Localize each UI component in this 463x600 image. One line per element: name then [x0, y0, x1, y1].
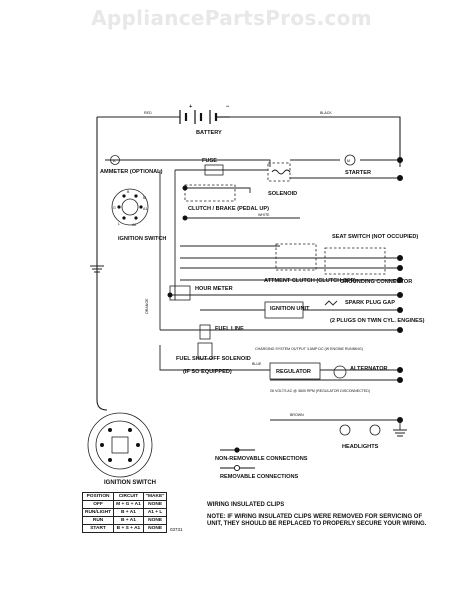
connector-dots: [167, 157, 403, 423]
ignition-switch-label: IGNITION SWITCH: [118, 236, 166, 242]
clips-title: WIRING INSULATED CLIPS: [207, 502, 285, 508]
table-cell: B + A1: [113, 508, 144, 517]
table-cell: A1 + L: [142, 508, 168, 517]
if-so-equipped-label: (IF SO EQUIPPED): [183, 369, 232, 375]
fuel-line: FUEL LINE: [199, 324, 244, 340]
ignition-table-title: IGNITION SWITCH: [104, 480, 156, 486]
switch-a2-label: A2: [132, 223, 136, 227]
battery-minus-label: −: [226, 104, 230, 110]
solenoid-label: SOLENOID: [268, 191, 297, 197]
header-cell: CIRCUIT: [113, 492, 144, 501]
battery-label: BATTERY: [196, 130, 222, 136]
figure-number: 03731: [170, 527, 183, 532]
alternator-label: ALTERNATOR: [350, 366, 388, 372]
ground-symbols: [90, 258, 407, 437]
table-cell: START: [81, 524, 115, 533]
table-cell: OFF: [81, 500, 115, 509]
battery-plus-label: +: [189, 104, 193, 110]
hour-meter-label: HOUR METER: [195, 286, 233, 292]
battery: + − BATTERY: [179, 104, 230, 136]
alternator: ALTERNATOR 26 VOLTS AC @ 3600 RPM (REGUL…: [270, 365, 388, 393]
ammeter-wire: [105, 159, 271, 167]
switch-m-label: M: [143, 196, 146, 200]
ignition-unit-label: IGNITION UNIT: [270, 306, 310, 312]
table-cell: RUN/LIGHT: [81, 508, 115, 517]
table-row: START B + S + A1 NONE: [81, 524, 168, 533]
switch-b-label: B: [127, 190, 130, 194]
switch-a1-label: A1: [143, 207, 147, 211]
regulator-label: REGULATOR: [276, 369, 311, 375]
attment-clutch: ATTMENT CLUTCH (CLUTCH OFF): [264, 243, 356, 284]
ignition-switch-schematic: B G M A1 L A2 IGNITION SWITCH: [111, 188, 166, 242]
table-cell: RUN: [81, 516, 115, 525]
clutch-brake-label: CLUTCH / BRAKE (PEDAL UP): [188, 206, 269, 212]
switch-g-label: G: [113, 206, 116, 210]
ammeter: A AMMETER (OPTIONAL): [100, 155, 163, 175]
table-row: RUN B + A1 NONE: [81, 516, 168, 525]
brown-wire-label: BROWN: [290, 413, 304, 417]
seat-switch: SEAT SWITCH (NOT OCCUPIED): [324, 234, 418, 275]
black-wire-label-top: BLACK: [320, 111, 332, 115]
battery-negative-wire: [230, 116, 401, 167]
headlights-label: HEADLIGHTS: [342, 444, 379, 450]
header-cell: "MAKE": [142, 492, 168, 501]
blue-wire-label: BLUE: [252, 362, 262, 366]
ammeter-label: AMMETER (OPTIONAL): [100, 169, 163, 175]
solenoid: SOLENOID: [267, 162, 297, 197]
attment-clutch-label: ATTMENT CLUTCH (CLUTCH OFF): [264, 278, 356, 284]
table-cell: M + G + A1: [113, 500, 144, 509]
red-wire-label: RED: [144, 111, 152, 115]
switch-l-label: L: [118, 222, 120, 226]
ignition-unit: IGNITION UNIT: [264, 301, 310, 319]
fuel-solenoid-wire: [159, 345, 270, 371]
watermark: AppliancePartsPros.com: [91, 6, 372, 30]
fuse-label: FUSE: [202, 158, 217, 164]
spark-plug-label: SPARK PLUG GAP: [345, 300, 395, 306]
connections-legend: NON-REMOVABLE CONNECTIONS REMOVABLE CONN…: [215, 447, 308, 480]
ac-note: 26 VOLTS AC @ 3600 RPM (REGULATOR DISCON…: [270, 389, 370, 393]
non-removable-label: NON-REMOVABLE CONNECTIONS: [215, 456, 308, 462]
headlights: HEADLIGHTS: [339, 424, 381, 450]
table-cell: NONE: [142, 524, 168, 533]
hour-meter: HOUR METER: [169, 285, 233, 301]
ignition-table-header: POSITION CIRCUIT "MAKE": [81, 492, 168, 501]
white-wire-label: WHITE: [258, 213, 270, 217]
fuse: FUSE: [202, 158, 224, 176]
ignition-switch-face: [87, 412, 153, 478]
header-cell: POSITION: [81, 492, 115, 501]
main-harness-left: [96, 116, 180, 411]
table-row: RUN/LIGHT B + A1 A1 + L: [81, 508, 168, 517]
clutch-brake: CLUTCH / BRAKE (PEDAL UP): [184, 184, 269, 212]
table-row: OFF M + G + A1 NONE: [81, 500, 168, 509]
regulator: REGULATOR CHARGING SYSTEM OUTPUT 3 AMP D…: [255, 347, 363, 380]
table-cell: B + A1: [113, 516, 144, 525]
ammeter-a-label: A: [113, 159, 116, 163]
seat-switch-label: SEAT SWITCH (NOT OCCUPIED): [332, 234, 418, 240]
starter-m-label: M: [347, 159, 350, 163]
fuel-line-label: FUEL LINE: [215, 326, 244, 332]
table-cell: B + S + A1: [113, 524, 144, 533]
orange-wire-label: ORANGE: [145, 298, 149, 314]
clutch-wire: [185, 187, 251, 193]
spark-plug-note: (2 PLUGS ON TWIN CYL. ENGINES): [330, 318, 425, 324]
removable-label: REMOVABLE CONNECTIONS: [220, 474, 298, 480]
ignition-table: POSITION CIRCUIT "MAKE" OFF M + G + A1 N…: [81, 492, 168, 533]
fuel-shutoff-label: FUEL SHUT-OFF SOLENOID: [176, 356, 251, 362]
starter: M STARTER: [344, 154, 371, 176]
starter-label: STARTER: [345, 170, 371, 176]
clips-note-text: NOTE: IF WIRING INSULATED CLIPS WERE REM…: [207, 514, 427, 527]
table-cell: NONE: [142, 516, 168, 525]
fuel-shutoff-solenoid: FUEL SHUT-OFF SOLENOID (IF SO EQUIPPED): [176, 342, 251, 375]
grounding-connector-label: GROUNDING CONNECTOR: [340, 279, 412, 285]
charging-output-note: CHARGING SYSTEM OUTPUT 3 AMP DC (W ENGIN…: [255, 347, 363, 351]
spark-plug: SPARK PLUG GAP (2 PLUGS ON TWIN CYL. ENG…: [324, 300, 425, 324]
table-cell: NONE: [142, 500, 168, 509]
wiring-clips-note: WIRING INSULATED CLIPS NOTE: IF WIRING I…: [207, 502, 427, 528]
